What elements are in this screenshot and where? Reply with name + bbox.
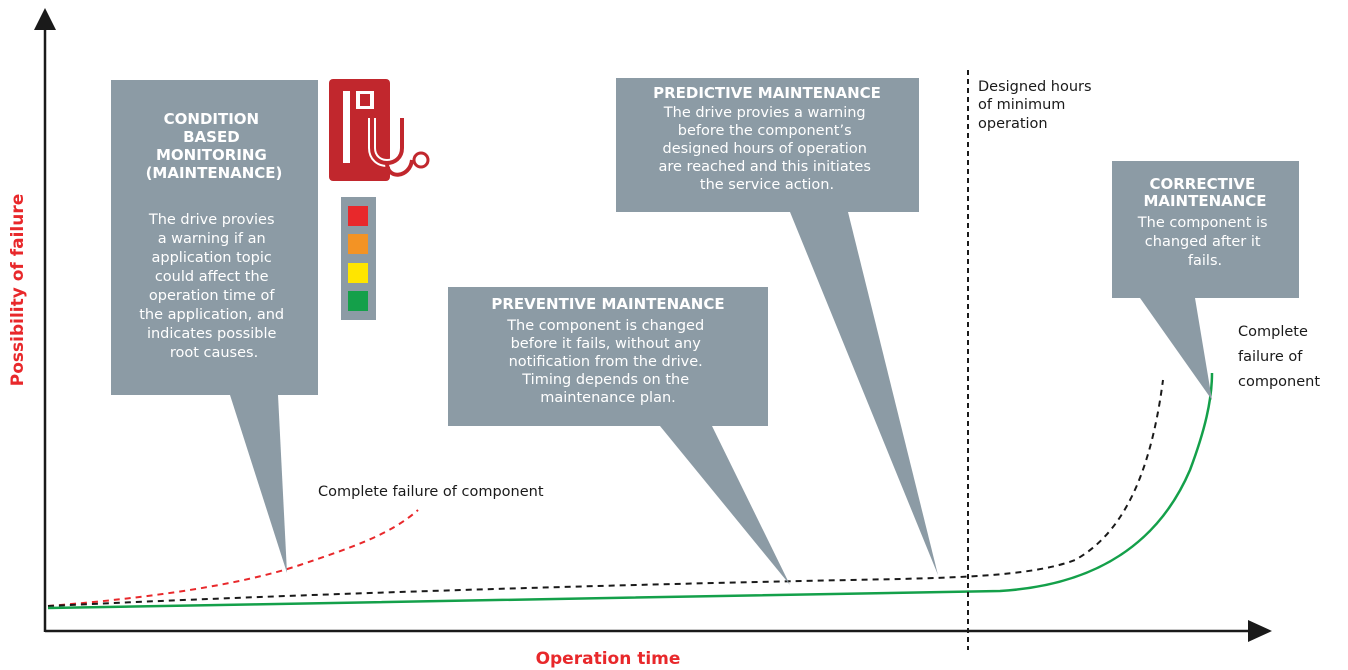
callout-box [616, 78, 919, 212]
callout-box [1112, 161, 1299, 298]
callout-title-line: PREDICTIVE MAINTENANCE [653, 84, 881, 102]
svg-text:The component is changed: The component is changed after it fails. [1137, 215, 1272, 269]
complete-failure-early-annotation: Complete failure of component [318, 484, 544, 500]
callout-pointer [1140, 298, 1212, 400]
designed-hours-line-text: operation [978, 116, 1048, 132]
callout-box [111, 80, 318, 395]
callout-corrective: CORRECTIVE MAINTENANCE The component is … [1112, 161, 1299, 400]
complete-failure-line-text: component [1238, 374, 1320, 390]
svg-text:PREDICTIVE MAINTENANCE: PREDICTIVE MAINTENANCE [653, 84, 881, 102]
complete-failure-late-annotation: Complete failure of component [1238, 324, 1320, 390]
status-lights-panel [341, 197, 376, 320]
callout-body-line: maintenance plan. [540, 390, 676, 406]
callout-title-line: MAINTENANCE [1143, 192, 1266, 210]
svg-text:PREVENTIVE MAINTENANCE: PREVENTIVE MAINTENANCE [491, 295, 724, 313]
callout-condition-based: CONDITION BASED MONITORING (MAINTENANCE)… [111, 80, 318, 573]
callout-body-line: changed after it [1145, 234, 1261, 250]
svg-text:CORRECTIVE MAINTENANCE: CORRECTIVE MAINTENANCE [1143, 175, 1266, 210]
svg-text:The drive provies a warning: The drive provies a warning before the c… [659, 105, 876, 193]
curves [47, 70, 1214, 650]
callout-body-line: the service action. [700, 177, 834, 193]
callout-body-line: The component is [1137, 215, 1268, 231]
status-light-green [348, 291, 368, 311]
x-axis-arrow-icon [1248, 620, 1272, 642]
y-axis-arrow-icon [34, 8, 56, 30]
callout-body-line: indicates possible [147, 326, 277, 342]
callout-body-line: before it fails, without any [511, 336, 702, 352]
callout-title-line: PREVENTIVE MAINTENANCE [491, 295, 724, 313]
complete-failure-line-text: failure of [1238, 349, 1303, 365]
callout-title-line: (MAINTENANCE) [146, 164, 283, 182]
callout-body-line: Timing depends on the [521, 372, 689, 388]
callout-body-line: are reached and this initiates [659, 159, 871, 175]
red-dashed-failure-curve [47, 509, 419, 607]
callout-body-line: application topic [152, 250, 272, 266]
callout-body-line: the application, and [139, 307, 284, 323]
callout-body-line: The drive provies a warning [663, 105, 866, 121]
status-light-yellow [348, 263, 368, 283]
callout-box [448, 287, 768, 426]
callout-body-line: The component is changed [506, 318, 704, 334]
callout-preventive: PREVENTIVE MAINTENANCE The component is … [448, 287, 790, 585]
callout-body-line: operation time of [149, 288, 275, 304]
black-dashed-designed-curve [47, 379, 1164, 607]
complete-failure-line-text: Complete [1238, 324, 1308, 340]
svg-text:The component is changed: The component is changed before it fails… [506, 318, 709, 406]
svg-text:CONDITION BASED MO: CONDITION BASED MONITORING (MAINTENANCE) [146, 110, 283, 182]
callout-title-line: MONITORING [156, 146, 267, 164]
callout-title-line: BASED [183, 128, 240, 146]
callout-pointer [660, 426, 790, 585]
axes [34, 8, 1272, 642]
callout-body-line: before the component’s [678, 123, 852, 139]
status-light-red [348, 206, 368, 226]
drive-stethoscope-icon [329, 79, 430, 181]
callout-pointer [790, 212, 938, 575]
callout-title-line: CORRECTIVE [1149, 175, 1255, 193]
y-axis-label: Possibility of failure [8, 194, 28, 387]
x-axis-label: Operation time [536, 649, 681, 669]
callout-predictive: PREDICTIVE MAINTENANCE The drive provies… [616, 78, 938, 575]
designed-hours-line-text: of minimum [978, 97, 1065, 113]
callout-title-line: CONDITION [164, 110, 259, 128]
status-light-orange [348, 234, 368, 254]
callout-pointer [230, 395, 287, 573]
callout-body-line: notification from the drive. [509, 354, 703, 370]
designed-hours-annotation: Designed hours of minimum operation [978, 79, 1096, 132]
callout-body-line: designed hours of operation [662, 141, 866, 157]
callout-body-line: The drive provies [148, 212, 275, 228]
svg-text:The drive provies a warn: The drive provies a warning if an applic… [139, 212, 289, 361]
designed-hours-line-text: Designed hours [978, 79, 1092, 95]
callout-body-line: fails. [1188, 253, 1222, 269]
callout-body-line: root causes. [170, 345, 258, 361]
callout-body-line: a warning if an [158, 231, 266, 247]
callout-body-line: could affect the [155, 269, 269, 285]
green-actual-curve [47, 372, 1214, 610]
